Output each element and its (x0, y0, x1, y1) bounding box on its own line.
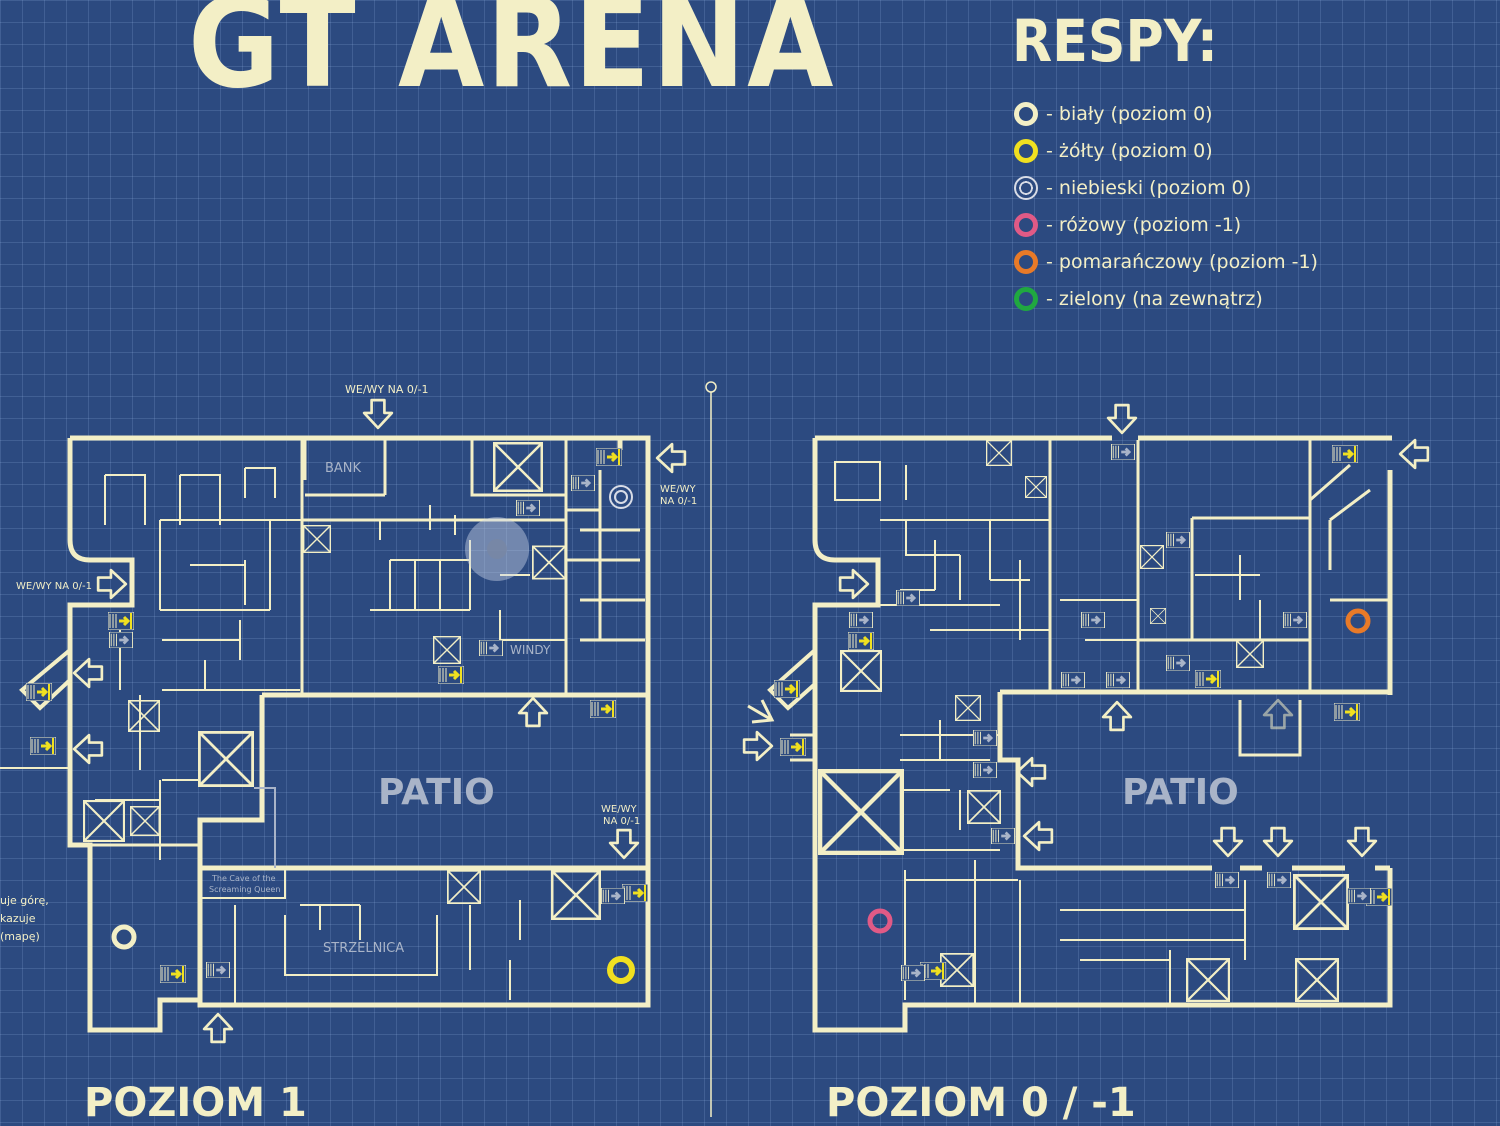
white-spawn-icon (111, 924, 137, 950)
room-strzelnica: STRZELNICA (323, 941, 404, 956)
entrance-label-right-1: WE/WY (660, 484, 696, 495)
entrance-label-top: WE/WY NA 0/-1 (345, 383, 429, 396)
green-spawn-icon (1014, 286, 1038, 311)
room-patio: PATIO (1122, 772, 1239, 813)
legend-item-orange: - pomarańczowy (poziom -1) (1014, 243, 1318, 280)
legend-label: - niebieski (poziom 0) (1046, 176, 1252, 199)
pink-spawn-icon (867, 908, 893, 934)
legend-item-pink: - różowy (poziom -1) (1014, 206, 1318, 243)
pink-spawn-icon (1014, 212, 1038, 237)
entrance-label-left: WE/WY NA 0/-1 (16, 581, 92, 592)
legend-label: - pomarańczowy (poziom -1) (1046, 250, 1318, 273)
legend-label: - zielony (na zewnątrz) (1046, 287, 1263, 310)
legend-label: - biały (poziom 0) (1046, 102, 1213, 125)
legend-item-yellow: - żółty (poziom 0) (1014, 132, 1318, 169)
level-0-labels: PATIO (1122, 772, 1239, 813)
blue-spawn-icon (1014, 175, 1038, 200)
entrance-label-patio-1: WE/WY (601, 804, 637, 815)
yellow-spawn-icon (1014, 138, 1038, 163)
level-0-label: POZIOM 0 / -1 (826, 1080, 1136, 1126)
room-patio: PATIO (378, 772, 495, 813)
blue-spawn-icon (609, 485, 633, 509)
level-1-labels: WE/WY NA 0/-1 WE/WY NA 0/-1 WE/WY NA 0/-… (16, 383, 697, 956)
legend-label: - żółty (poziom 0) (1046, 139, 1213, 162)
legend-title: RESPY: (1012, 7, 1218, 75)
room-cave-line-1: The Cave of the (211, 874, 276, 883)
orange-spawn-icon (1014, 249, 1038, 274)
map-title: GT ARENA (188, 0, 836, 116)
spawn-legend: - biały (poziom 0) - żółty (poziom 0) - … (1014, 95, 1318, 317)
map-level-1 (0, 398, 687, 1044)
orange-spawn-icon (1345, 608, 1371, 634)
legend-item-green: - zielony (na zewnątrz) (1014, 280, 1318, 317)
room-bank: BANK (325, 461, 362, 476)
room-windy: WINDY (510, 643, 551, 657)
legend-item-blue: - niebieski (poziom 0) (1014, 169, 1318, 206)
side-note: uje górę, kazuje (mapę) (0, 892, 49, 946)
side-note-line: uje górę, (0, 894, 49, 907)
legend-label: - różowy (poziom -1) (1046, 213, 1242, 236)
side-note-line: kazuje (0, 912, 36, 925)
yellow-spawn-icon (607, 956, 635, 984)
level-1-label: POZIOM 1 (84, 1080, 307, 1126)
legend-item-white: - biały (poziom 0) (1014, 95, 1318, 132)
map-level-0 (742, 403, 1430, 1033)
white-spawn-icon (1014, 101, 1038, 126)
side-note-line: (mapę) (0, 930, 40, 943)
entrance-label-patio-2: NA 0/-1 (603, 816, 640, 827)
divider-cap (705, 381, 717, 393)
room-cave-line-2: Screaming Queen (209, 885, 280, 894)
entrance-label-right-2: NA 0/-1 (660, 496, 697, 507)
